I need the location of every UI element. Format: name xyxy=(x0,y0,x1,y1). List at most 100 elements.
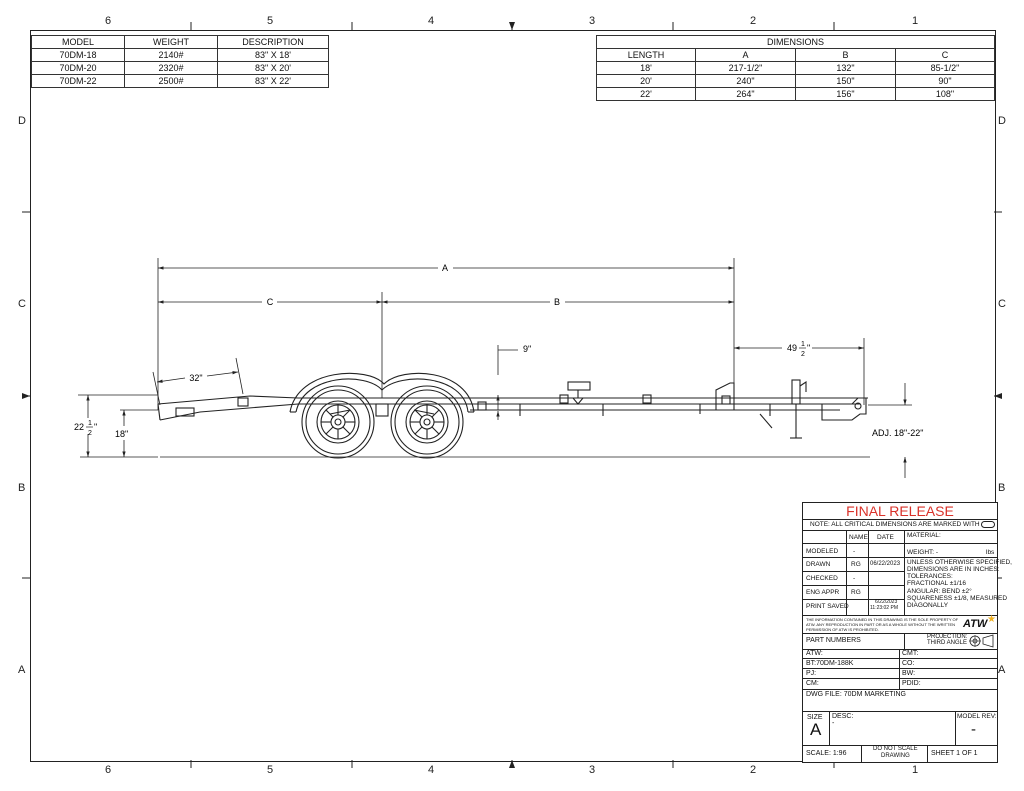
table-row: 22' 264" 156" 108" xyxy=(596,87,995,101)
c-cell: 108" xyxy=(895,87,995,101)
dim-label-49-num: 1 xyxy=(801,341,805,348)
role-name: - xyxy=(853,575,856,582)
role-date: 06/22/2023 xyxy=(870,561,901,567)
spec-line: SQUARENESS ±1/8, MEASURED xyxy=(907,595,1008,602)
dimension-a-line xyxy=(157,258,735,410)
size-value: A xyxy=(810,720,822,739)
date-header: DATE xyxy=(877,534,894,541)
description-cell: 83" X 22' xyxy=(217,74,329,88)
model-rev-label: MODEL REV: xyxy=(957,713,997,720)
zone-row-left-b: B xyxy=(18,482,26,494)
dwg-file: DWG FILE: 70DM MARKETING xyxy=(806,691,906,698)
do-not-scale-2: DRAWING xyxy=(881,753,910,759)
size-label: SIZE xyxy=(807,714,823,721)
scale-label: SCALE: 1:96 xyxy=(806,750,847,757)
spec-line: UNLESS OTHERWISE SPECIFIED, xyxy=(907,559,1012,566)
zone-col-bottom-6: 6 xyxy=(105,764,112,776)
zone-row-left-a: A xyxy=(18,664,26,676)
dim-label-18: 18" xyxy=(115,429,128,439)
dim-label-49-unit: " xyxy=(807,343,810,353)
zone-col-top-4: 4 xyxy=(428,15,435,27)
title-block: FINAL RELEASE NOTE: ALL CRITICAL DIMENSI… xyxy=(802,502,1012,763)
zone-row-left-c: C xyxy=(18,298,26,310)
zone-col-top-1: 1 xyxy=(912,15,919,27)
table-row: 70DM-22 2500# 83" X 22' xyxy=(31,74,329,88)
zone-col-bottom-5: 5 xyxy=(267,764,274,776)
proprietary-line: PERMISSION OF ATW IS PROHIBITED. xyxy=(806,627,879,632)
spec-line: DIAGONALLY xyxy=(907,602,949,609)
field-pj: PJ: xyxy=(806,670,817,677)
dimension-32-line xyxy=(152,357,244,406)
desc-value: - xyxy=(832,720,835,727)
a-cell: 264" xyxy=(695,87,796,101)
wheel-front xyxy=(390,385,464,459)
proprietary-line: THE INFORMATION CONTAINED IN THIS DRAWIN… xyxy=(806,617,959,622)
dim-label-a: A xyxy=(442,263,448,273)
dimension-adj-lines xyxy=(868,383,912,478)
spec-line: DIMENSIONS ARE IN INCHES: xyxy=(907,566,1000,573)
zone-col-bottom-3: 3 xyxy=(589,764,596,776)
zone-col-top-2: 2 xyxy=(750,15,757,27)
field-bt: BT:70DM-188K xyxy=(806,660,854,667)
critical-note: NOTE: ALL CRITICAL DIMENSIONS ARE MARKED… xyxy=(810,521,996,529)
dim-label-c: C xyxy=(267,297,274,307)
dim-label-22-den: 2 xyxy=(88,430,92,437)
zone-col-bottom-1: 1 xyxy=(912,764,919,776)
dim-label-b: B xyxy=(554,297,560,307)
role-name: - xyxy=(853,548,856,555)
zone-row-right-d: D xyxy=(998,115,1006,127)
critical-oval-icon xyxy=(981,521,996,528)
zone-row-right-a: A xyxy=(998,664,1006,676)
role-name: RG xyxy=(851,589,861,596)
zone-col-bottom-4: 4 xyxy=(428,764,435,776)
model-rev-value: - xyxy=(971,721,976,738)
dim-label-adj: ADJ. 18"-22" xyxy=(872,428,923,438)
sheet-label: SHEET 1 OF 1 xyxy=(931,750,978,757)
do-not-scale-1: DO NOT SCALE xyxy=(873,746,918,752)
trailer-frame xyxy=(157,372,868,439)
dim-label-32: 32" xyxy=(189,373,202,383)
dimensions-header: LENGTH A B C xyxy=(596,48,995,62)
part-numbers-label: PART NUMBERS xyxy=(806,637,861,644)
role-label: CHECKED xyxy=(806,575,838,582)
dim-label-22-unit: " xyxy=(94,422,97,432)
zone-col-top-5: 5 xyxy=(267,15,274,27)
projection-line-2: THIRD ANGLE xyxy=(927,640,968,646)
role-label: PRINT SAVED xyxy=(806,603,849,610)
b-cell: 156" xyxy=(795,87,896,101)
print-saved-time: 11:23:02 PM xyxy=(870,605,898,611)
role-name: RG xyxy=(851,561,861,568)
wheel-rear xyxy=(301,385,375,459)
dim-label-49-den: 2 xyxy=(801,351,805,358)
atw-logo-text: ATW xyxy=(963,618,988,630)
zone-col-top-6: 6 xyxy=(105,15,112,27)
spec-line: FRACTIONAL ±1/16 xyxy=(907,580,966,587)
spec-line: TOLERANCES: xyxy=(907,573,953,580)
dimensions-table: DIMENSIONS LENGTH A B C 18' 217-1/2" 132… xyxy=(596,35,995,101)
field-bw: BW: xyxy=(902,670,916,677)
role-label: DRAWN xyxy=(806,561,831,568)
critical-note-text: NOTE: ALL CRITICAL DIMENSIONS ARE MARKED… xyxy=(810,521,980,529)
table-row: 20' 240" 150" 90" xyxy=(596,74,995,88)
field-atw: ATW: xyxy=(806,650,823,657)
dim-label-9: 9" xyxy=(523,344,531,354)
weight-unit: lbs xyxy=(986,549,995,556)
desc-label: DESC: xyxy=(832,713,854,720)
role-label: ENG APPR xyxy=(806,589,840,596)
role-label: MODELED xyxy=(806,548,839,555)
atw-logo: ATW ★ xyxy=(963,614,997,631)
field-co: CO: xyxy=(902,660,915,667)
field-cmt: CMT: xyxy=(902,650,919,657)
dim-label-22-num: 1 xyxy=(88,420,92,427)
final-release-label: FINAL RELEASE xyxy=(846,503,954,519)
spec-line: ANGULAR: BEND ±2° xyxy=(907,588,972,595)
dimension-height-lines xyxy=(78,394,158,457)
zone-row-right-b: B xyxy=(998,482,1006,494)
dim-label-49-whole: 49 xyxy=(787,343,797,353)
zone-row-right-c: C xyxy=(998,298,1006,310)
projection-line-1: PROJECTION: xyxy=(927,634,968,640)
field-cm: CM: xyxy=(806,680,819,687)
third-angle-projection-icon xyxy=(969,634,994,648)
